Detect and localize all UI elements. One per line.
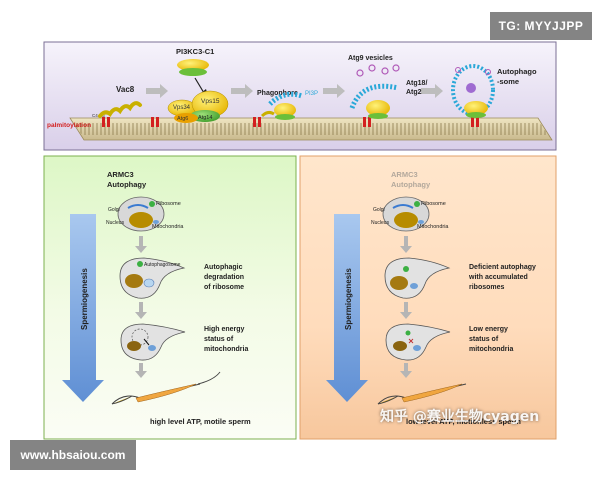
atg6-label: Atg6	[177, 116, 188, 122]
right-panel: ARMC3 Autophagy Spermiogenesis Golgi Rib…	[299, 155, 557, 440]
right-cell-2	[384, 257, 451, 299]
right-mitochondria-label: Mitochondria	[417, 224, 449, 230]
pi3k-arrow	[194, 77, 205, 94]
left-stage-arrows	[135, 236, 147, 378]
pi3k-complex-bound	[167, 90, 229, 123]
left-autophagosome-label: Autophagosome	[144, 262, 181, 268]
left-step1-line3: of ribosome	[204, 284, 244, 291]
right-stage-arrows	[400, 236, 412, 378]
left-sperm	[111, 371, 221, 405]
left-panel: ARMC3 Autophagy Spermiogenesis Golgi Rib…	[43, 155, 297, 440]
right-cell-1	[382, 196, 430, 232]
right-result-label: low level ATP, motionless sperm	[406, 417, 521, 426]
left-ribosome-label: Ribosome	[156, 201, 181, 207]
atg14-label: Atg14	[198, 115, 212, 121]
pi3k-complex-free	[177, 59, 209, 76]
vps15-label: Vps15	[201, 98, 220, 105]
right-ribosome-label: Ribosome	[421, 201, 446, 207]
palmitoylation-marks	[102, 117, 479, 127]
right-step1-line2: with accumulated	[468, 274, 528, 281]
atg9-vesicles	[356, 64, 400, 77]
left-mitochondria-label: Mitochondria	[152, 224, 184, 230]
left-step2-line2: status of	[204, 336, 234, 343]
right-step2-line1: Low energy	[469, 326, 508, 333]
atg9-label: Atg9 vesicles	[348, 55, 393, 62]
right-golgi-label: Golgi	[373, 207, 385, 213]
top-flow-arrows	[146, 84, 443, 98]
left-spermiogenesis-arrow	[62, 214, 104, 402]
right-nucleus-label: Nucleus	[371, 220, 390, 226]
left-title-1: ARMC3	[107, 170, 134, 179]
left-cell-2	[119, 257, 186, 299]
vac8-protein	[98, 101, 142, 118]
atg18-label-1: Atg18/	[406, 80, 427, 87]
autophagosome	[451, 64, 495, 118]
right-cell-3	[385, 323, 451, 361]
autophagosome-label-2: -some	[497, 77, 519, 86]
left-step1-line1: Autophagic	[204, 264, 243, 271]
top-panel: palmitoylation C4 C5 Vac8 PI3KC3-C1 Vps3…	[43, 41, 557, 151]
left-step2-line3: mitochondria	[204, 346, 248, 353]
right-title-2: Autophagy	[391, 180, 431, 189]
membrane-lipids	[74, 123, 548, 135]
left-step2-line1: High energy	[204, 326, 245, 333]
left-spermiogenesis-label: Spermiogenesis	[80, 268, 89, 330]
pi3k-label: PI3KC3-C1	[176, 47, 214, 56]
vps34-label: Vps34	[173, 105, 191, 111]
right-step1-line3: ribosomes	[469, 284, 505, 291]
left-title-2: Autophagy	[107, 180, 147, 189]
right-spermiogenesis-arrow	[326, 214, 368, 402]
expanding-phagophore	[349, 83, 399, 109]
watermark-zhihu: 知乎 @赛业生物cyagen	[380, 409, 540, 425]
right-spermiogenesis-label: Spermiogenesis	[344, 268, 353, 330]
right-step2-line3: mitochondria	[469, 346, 513, 353]
right-step1-line1: Deficient autophagy	[469, 264, 536, 271]
left-golgi-label: Golgi	[108, 207, 120, 213]
left-cell-3	[120, 323, 186, 361]
left-step1-line2: degradation	[204, 274, 244, 281]
phagophore-structure	[260, 91, 303, 120]
pi3p-label: PI3P	[305, 91, 318, 97]
atg18-label-2: Atg2	[406, 89, 422, 96]
phagophore-label: Phagophore	[257, 90, 298, 97]
left-nucleus-label: Nucleus	[106, 220, 125, 226]
autophagosome-label-1: Autophago	[497, 67, 537, 76]
left-cell-1	[117, 196, 165, 232]
stage3-complex	[366, 100, 390, 119]
watermark-bottom-left: www.hbsaiou.com	[10, 440, 136, 470]
vac8-label: Vac8	[116, 85, 135, 94]
left-result-label: high level ATP, motile sperm	[150, 417, 251, 426]
watermark-top-right: TG: MYYJJPP	[490, 12, 592, 40]
palmitoylation-label: palmitoylation	[47, 122, 91, 129]
right-step2-line2: status of	[469, 336, 499, 343]
right-title-1: ARMC3	[391, 170, 418, 179]
right-sperm	[377, 383, 467, 405]
